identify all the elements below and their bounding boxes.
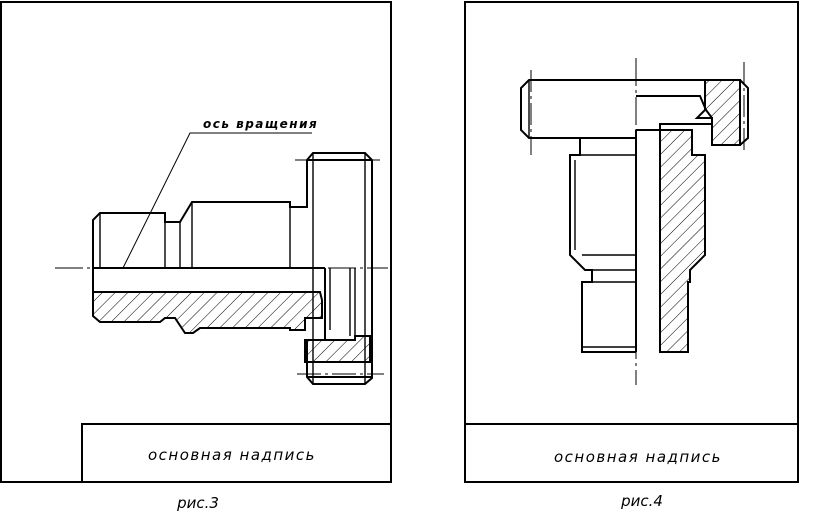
figure-3-leader-line <box>122 132 312 269</box>
figure-4-stem-outline <box>569 137 636 353</box>
figure-4-part-drawing <box>520 58 749 385</box>
figure-4-head-outline <box>520 79 636 139</box>
figure-3-title-block-label: основная надпись <box>148 446 316 464</box>
figure-3-flange-section <box>304 335 371 363</box>
figure-3-frame <box>0 1 392 483</box>
figure-3-title-block: основная надпись <box>81 423 391 482</box>
figure-4-stem-section <box>659 129 706 353</box>
figure-4-caption: рис.4 <box>620 492 663 510</box>
figure-3-caption: рис.3 <box>176 494 219 512</box>
figure-3-part-drawing: ось вращения <box>55 117 388 385</box>
figure-4-title-block-label: основная надпись <box>554 448 722 466</box>
figure-4: основная надпись <box>464 1 799 510</box>
figure-3-body-section <box>92 291 323 334</box>
figure-3: основная надпись <box>0 1 392 512</box>
figure-4-head-section <box>694 79 741 146</box>
figure-4-frame <box>464 1 799 483</box>
figure-3-rotation-axis-label: ось вращения <box>203 117 318 131</box>
figure-4-title-block: основная надпись <box>465 423 798 466</box>
